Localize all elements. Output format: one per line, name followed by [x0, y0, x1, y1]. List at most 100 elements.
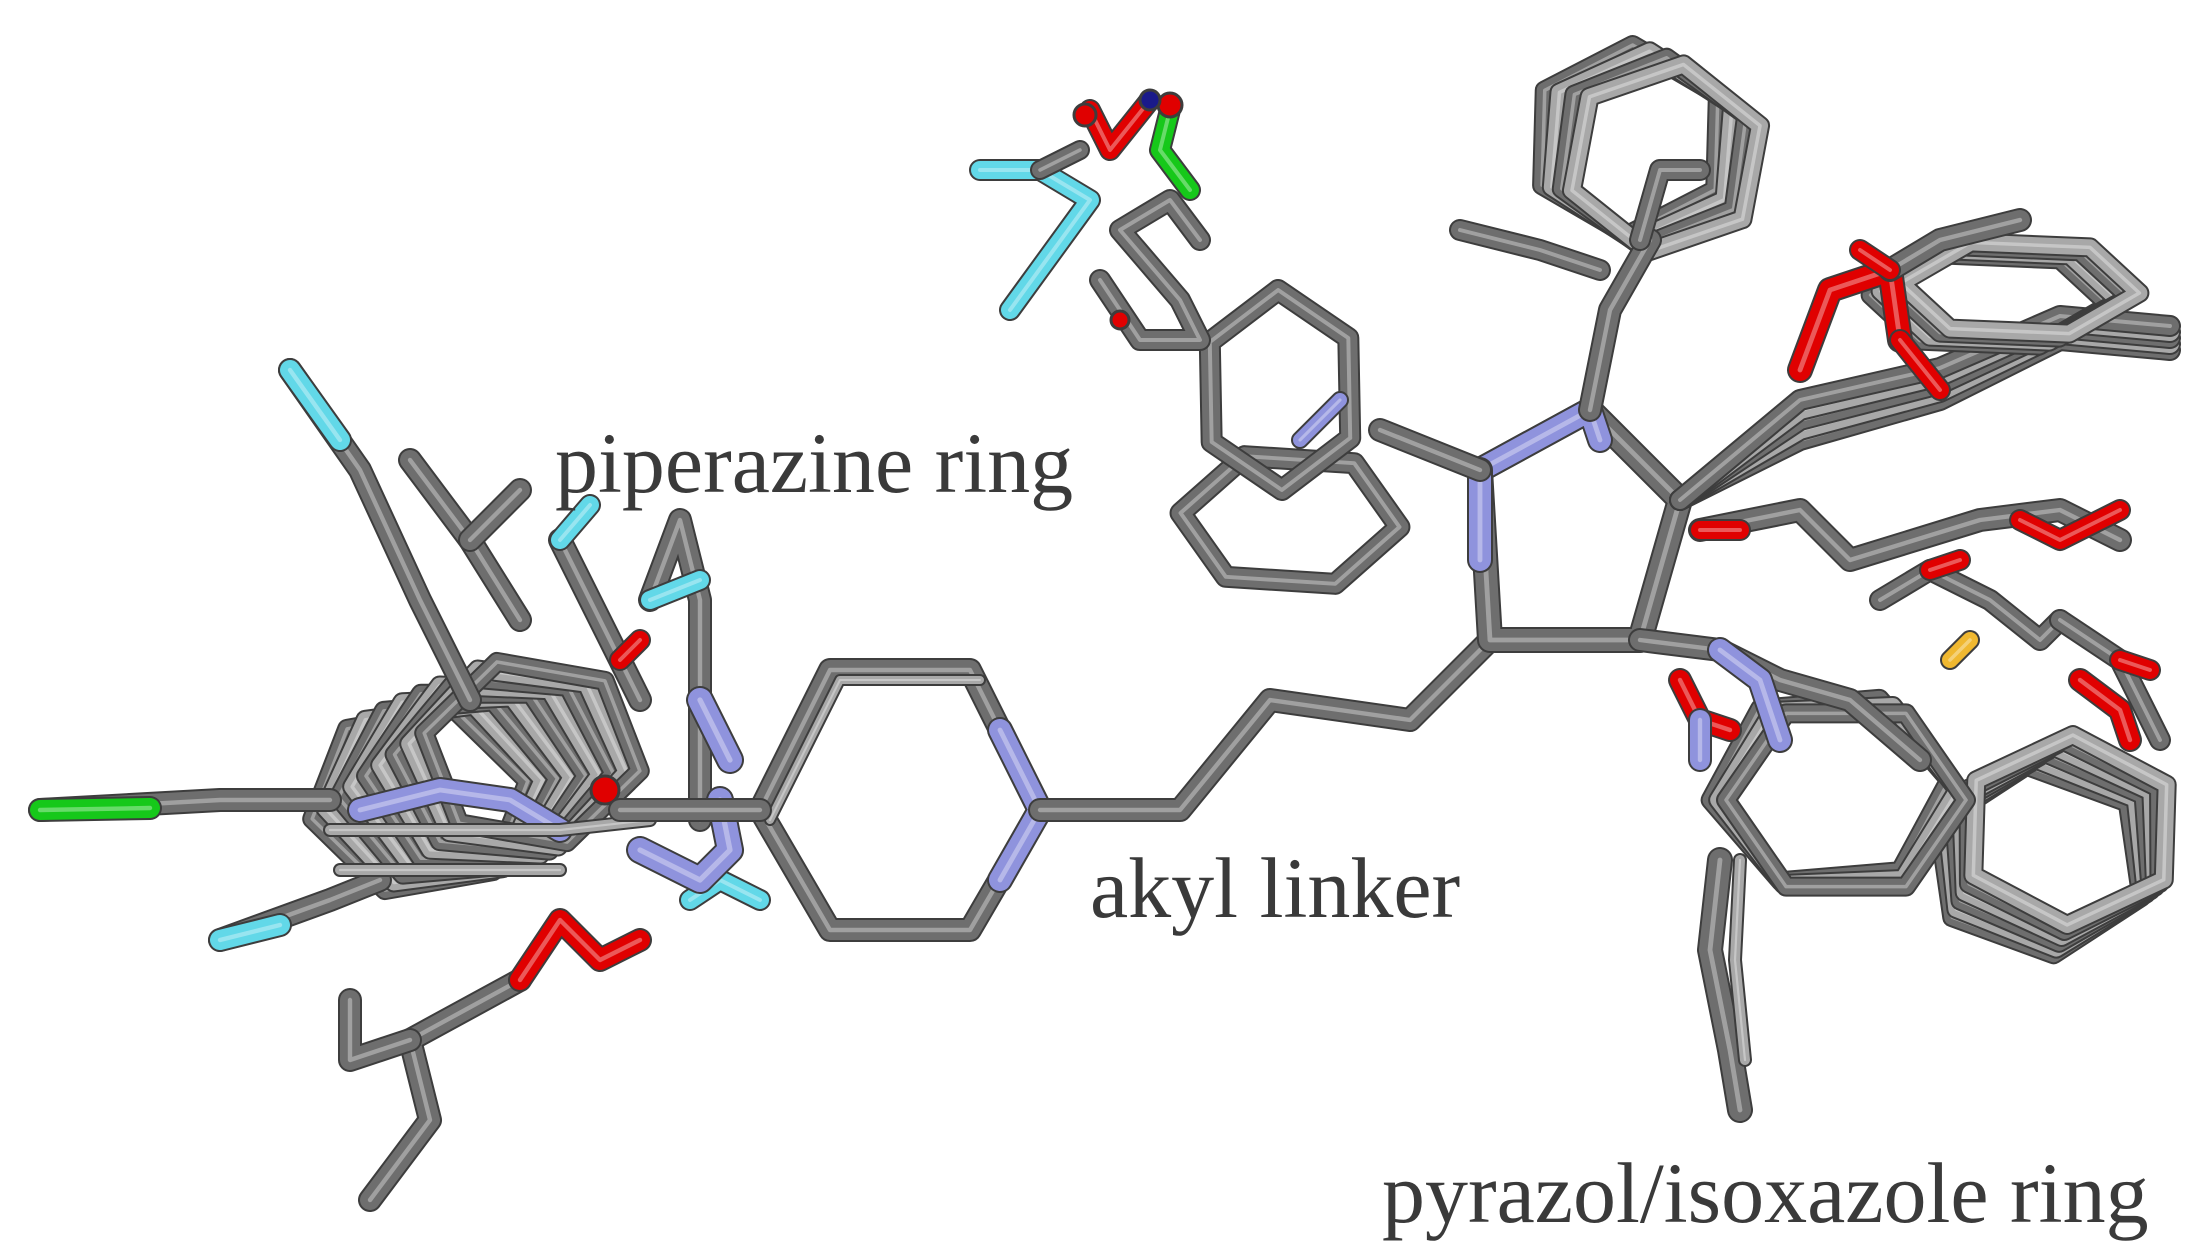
bond-stick	[1637, 637, 1923, 763]
bond-stick	[1638, 168, 1702, 242]
sulfur-stick	[1942, 632, 1978, 668]
fluorine-stick	[641, 571, 709, 609]
nitrogen-stick	[1709, 639, 1791, 751]
fluorine-stick	[551, 496, 599, 549]
bond-stick	[1697, 507, 2123, 563]
substituent-stick	[360, 970, 530, 1210]
piperazine-ring-label: piperazine ring	[555, 415, 1074, 511]
piperazine-bond	[769, 679, 981, 821]
bond-stick	[1690, 500, 2130, 570]
fluorine-stick	[648, 578, 702, 602]
bond-stick	[1878, 568, 2062, 642]
bond-stick	[1458, 228, 1602, 272]
substituent-stick	[467, 487, 523, 543]
phenyl-ring	[1171, 447, 1409, 593]
alkyl-chain	[1028, 628, 1502, 822]
aryl-bond	[1580, 230, 1660, 420]
oxygen-stick	[1928, 558, 1962, 572]
oxygen-stick	[2011, 501, 2129, 549]
bond-stick	[1730, 855, 1750, 1065]
nitrogen-stick	[688, 688, 742, 772]
alkyl-bond	[1037, 637, 1493, 813]
aryl-bond	[1377, 427, 1483, 473]
fluorine-stick	[217, 922, 283, 943]
oxygen-stick	[2111, 651, 2159, 679]
oxygen-stick	[2018, 508, 2122, 542]
oxygen-stick	[1088, 98, 1152, 152]
isoxazole-ring	[1718, 705, 1974, 895]
substituent-bond	[1098, 198, 1202, 342]
nitrogen-stick	[637, 797, 733, 883]
bond-stick	[1733, 858, 1747, 1062]
fluorine-stick	[558, 503, 592, 542]
bond-stick	[1887, 217, 2023, 273]
fused-ring	[1965, 727, 2175, 933]
oxygen-stick	[1891, 331, 1949, 399]
oxygen-atom	[589, 774, 621, 806]
chlorine-stick	[37, 805, 153, 813]
alkyl-bond	[1028, 628, 1502, 822]
substituent-stick	[367, 977, 523, 1203]
oxygen-stick	[2118, 658, 2152, 672]
piperazine-core	[608, 658, 1053, 942]
aryl-ring	[422, 660, 642, 844]
ligand-bundle-right	[1449, 35, 2181, 1123]
oxygen-stick	[2070, 670, 2140, 750]
oxygen-atom	[1156, 91, 1184, 119]
nitrogen-stick	[628, 788, 742, 892]
oxygen-stick	[510, 910, 650, 990]
chlorine-stick	[1158, 108, 1192, 192]
nitrogen-stick	[1717, 647, 1783, 743]
oxygen-stick	[618, 638, 642, 662]
aryl-bond	[1370, 420, 1490, 480]
oxygen-stick	[1858, 248, 1892, 272]
chlorine-stick	[30, 798, 160, 820]
bond-stick	[1707, 857, 1743, 1113]
oxygen-atom	[1109, 309, 1131, 331]
substituent-stick	[347, 997, 413, 1063]
fluorine-stick	[210, 915, 290, 950]
heteroatom-accents	[1072, 88, 1184, 331]
substituent-bond	[1091, 191, 1209, 349]
oxygen-stick	[1081, 91, 1159, 159]
nitrogen-stick	[1293, 393, 1347, 447]
oxygen-stick	[1789, 259, 1911, 381]
sulfur-stick	[1948, 638, 1972, 662]
fluorine-stick	[287, 367, 343, 443]
nitrogen-stick	[349, 779, 571, 841]
substituent-stick	[550, 530, 650, 710]
ligand-bundle-left	[28, 358, 771, 1212]
nitrogen-stick	[1298, 398, 1342, 442]
pyrazole-ring-label: pyrazol/isoxazole ring	[1382, 1145, 2149, 1241]
bond-stick	[1631, 161, 1709, 249]
oxygen-stick	[1797, 267, 1903, 373]
oxygen-stick	[1851, 241, 1899, 279]
nitrogen-stick	[697, 697, 733, 763]
nitrogen-stick	[357, 787, 563, 833]
alkyl-linker-label: akyl linker	[1090, 840, 1461, 936]
isoxazole-ring	[1724, 711, 1968, 889]
bond-stick	[1451, 221, 1609, 279]
chlorine-stick	[1151, 101, 1199, 199]
alkyl-bond	[1030, 630, 1500, 820]
fluorine-stick	[971, 161, 1099, 319]
bond-stick	[1038, 148, 1082, 172]
phenyl-ring	[1178, 454, 1402, 586]
substituent-stick	[460, 480, 530, 550]
piperazine-bond	[766, 676, 984, 824]
oxygen-stick	[1921, 551, 1969, 579]
oxygen-stick	[611, 631, 649, 669]
substituent-stick	[340, 990, 420, 1070]
aryl-ring	[416, 653, 648, 851]
oxygen-stick	[517, 917, 643, 983]
bond-stick	[328, 818, 652, 832]
bond-stick	[1880, 210, 2030, 280]
bond-stick	[1032, 142, 1088, 178]
nitro-nitrogen-atom	[1138, 88, 1162, 112]
fluorine-stick	[280, 360, 350, 450]
oxygen-stick	[2077, 677, 2133, 743]
oxygen-stick	[1898, 338, 1942, 392]
bond-stick	[1871, 561, 2069, 649]
bond-stick	[325, 815, 655, 835]
